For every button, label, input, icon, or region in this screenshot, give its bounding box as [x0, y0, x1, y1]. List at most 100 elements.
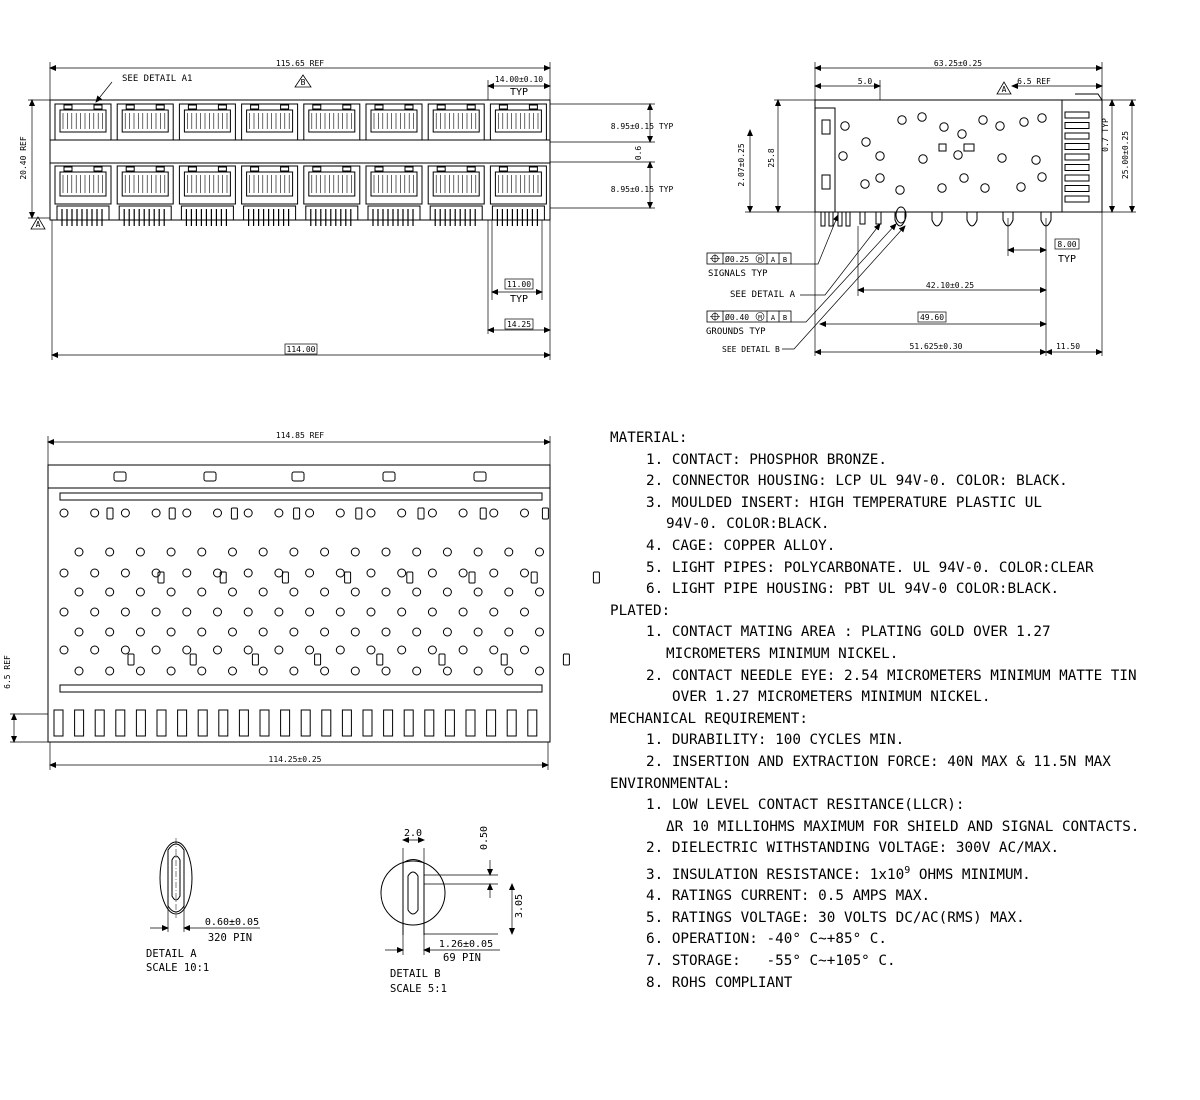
box	[917, 311, 947, 323]
rear-slot	[1064, 164, 1090, 171]
press-fit-block	[305, 205, 359, 221]
top-hole	[397, 645, 407, 655]
top-hole	[228, 587, 237, 597]
ground-finger	[403, 709, 414, 737]
signal-pin	[845, 211, 851, 227]
leader-detail-b	[782, 225, 906, 350]
rear-slot	[1064, 111, 1090, 119]
port-led	[280, 104, 290, 110]
rear-slot	[1064, 143, 1090, 150]
top-hole	[458, 568, 468, 578]
top-hole	[289, 666, 299, 676]
ground-finger	[321, 709, 332, 737]
top-overall-ref: 114.85 REF	[276, 431, 324, 440]
datum-a-label: A	[36, 220, 41, 229]
top-hole	[135, 627, 145, 637]
note-text: 3. INSULATION RESISTANCE: 1x10	[646, 866, 905, 883]
datum-b-label: B	[301, 78, 306, 87]
front-port-pitch: 14.00±0.10	[495, 75, 543, 84]
side-window	[938, 143, 947, 152]
side-overall-length: 63.25±0.25	[934, 59, 982, 68]
side-pin-pitch: 8.00	[1057, 240, 1076, 249]
top-hole	[397, 568, 407, 578]
top-hole	[74, 587, 84, 597]
signal-pin	[820, 211, 826, 227]
bottom-rib	[59, 684, 543, 693]
top-hole	[274, 607, 284, 617]
top-slot	[344, 571, 352, 584]
ground-finger	[156, 709, 167, 737]
rear-slot	[1064, 153, 1090, 161]
top-hole	[258, 627, 268, 637]
top-hole	[120, 645, 130, 655]
top-hole	[74, 627, 84, 637]
top-slot	[479, 507, 487, 520]
top-hole	[520, 508, 529, 518]
top-slot	[251, 653, 259, 666]
ground-finger	[259, 709, 270, 737]
port-opening	[303, 165, 361, 205]
side-height-25-8: 25.8	[767, 148, 776, 167]
top-tab	[291, 471, 305, 482]
ground-finger	[424, 709, 435, 737]
side-height-25-00: 25.00±0.25	[1121, 131, 1130, 179]
side-hole	[840, 121, 850, 131]
top-hole	[350, 666, 360, 676]
top-hole	[182, 568, 192, 578]
top-hole	[504, 547, 514, 557]
front-dimensions	[28, 62, 655, 360]
front-datum-b: B	[294, 74, 312, 88]
rear-slot	[1064, 185, 1090, 192]
ground-finger	[177, 709, 188, 737]
top-hole	[489, 607, 499, 617]
top-hole	[274, 645, 284, 655]
top-hole	[228, 547, 237, 557]
note-line: 94V-0. COLOR:BLACK.	[666, 516, 830, 533]
side-hole	[939, 122, 949, 132]
front-ports	[54, 103, 547, 205]
rear-slot	[1064, 132, 1090, 140]
note-line: 6. OPERATION: -40° C~+85° C.	[646, 931, 888, 948]
side-hole	[1037, 113, 1047, 123]
port-led	[125, 166, 135, 172]
side-hole	[937, 183, 947, 193]
top-hole	[442, 666, 452, 676]
port-insert	[494, 171, 542, 197]
detail-b-eye	[407, 871, 419, 915]
ground-pin-eye	[895, 206, 907, 224]
side-hole	[995, 121, 1005, 131]
front-height-ref: 20.40 REF	[19, 136, 28, 180]
side-rear-lip	[1075, 93, 1103, 101]
port-insert	[121, 109, 169, 133]
leader-grounds	[791, 223, 897, 323]
top-hole	[320, 627, 330, 637]
top-hole	[520, 645, 529, 655]
side-pin-pitch-typ: TYP	[1058, 254, 1076, 265]
detail-a	[150, 838, 260, 932]
side-hole	[953, 150, 963, 160]
ground-finger	[506, 709, 517, 737]
port-led	[436, 104, 446, 110]
top-hole	[320, 666, 330, 676]
top-hole	[397, 607, 407, 617]
top-hole	[90, 508, 100, 518]
ground-finger	[300, 709, 311, 737]
top-hole	[289, 627, 299, 637]
port-led	[217, 166, 227, 172]
side-hole	[860, 179, 870, 189]
top-hole	[59, 645, 69, 655]
top-hole	[289, 587, 299, 597]
top-hole	[473, 587, 483, 597]
top-hole	[243, 568, 253, 578]
top-slots	[106, 507, 600, 666]
top-hole	[458, 607, 468, 617]
ground-finger	[465, 709, 476, 737]
ground-finger	[486, 709, 497, 737]
port-opening	[303, 103, 361, 141]
port-led	[342, 104, 352, 110]
note-text: OHMS MINIMUM.	[910, 866, 1031, 883]
port-opening	[489, 103, 547, 141]
box	[284, 343, 318, 355]
ground-finger	[444, 709, 455, 737]
ground-pin	[931, 212, 943, 227]
